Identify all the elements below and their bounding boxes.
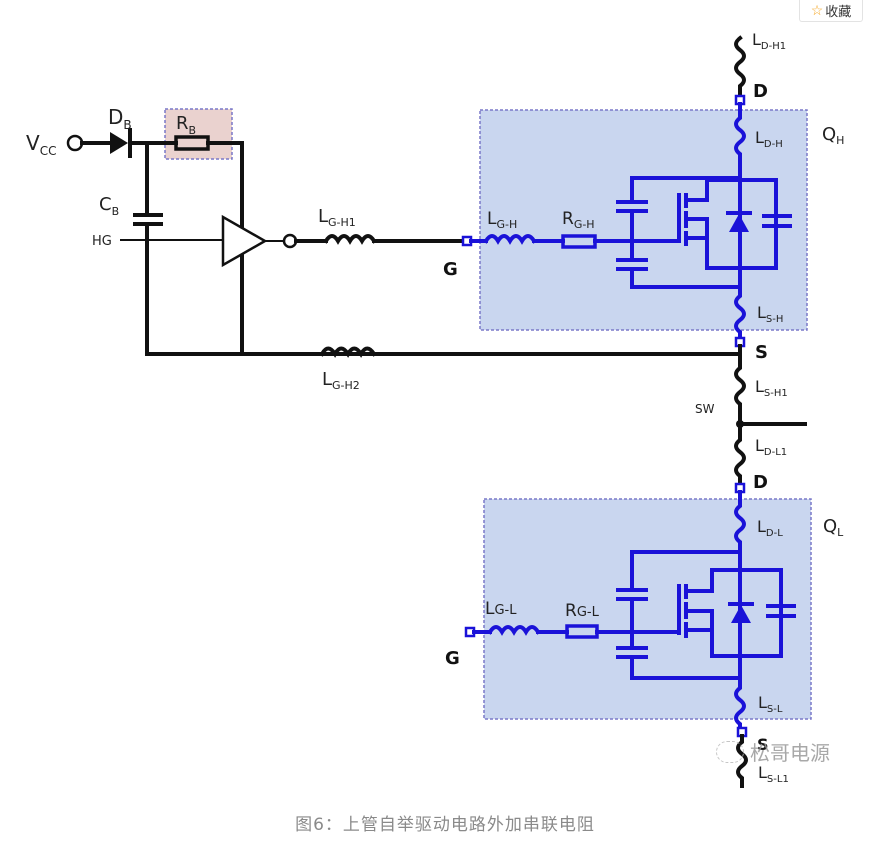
wechat-icon — [716, 740, 744, 763]
label-lsh1: LS-H1 — [755, 377, 788, 399]
vcc-terminal — [66, 134, 84, 152]
circuit-schematic: VCC DB RB CB HG LG-H1 LG-H2 G LG-H RG-H … — [26, 30, 844, 788]
label-db: DB — [108, 105, 132, 132]
label-lsh: LS-H — [757, 303, 783, 325]
favorite-button[interactable]: ☆ 收藏 — [799, 0, 863, 22]
watermark: 松哥电源 — [716, 737, 830, 766]
label-ldl1: LD-L1 — [755, 436, 787, 458]
qh-mosfet — [616, 176, 792, 289]
label-ldh1: LD-H1 — [752, 30, 786, 52]
qh-package-box — [479, 109, 808, 331]
driver-buffer — [221, 214, 268, 268]
inductor-lsh — [734, 285, 746, 340]
inductor-ldl1 — [734, 422, 746, 486]
label-g-low: G — [445, 648, 460, 669]
watermark-text: 松哥电源 — [750, 741, 830, 765]
label-s-high: S — [755, 342, 768, 363]
star-icon: ☆ — [810, 2, 824, 18]
inductor-ldl — [734, 490, 746, 554]
label-d-high: D — [753, 81, 768, 102]
label-d-low: D — [753, 472, 768, 493]
ql-mosfet — [616, 550, 796, 680]
inductor-lgh1 — [323, 234, 377, 245]
label-vcc: VCC — [26, 131, 56, 158]
inductor-lgl — [487, 625, 541, 636]
figure-caption: 图6：上管自举驱动电路外加串联电阻 — [295, 815, 595, 835]
label-s-low: S — [757, 735, 769, 754]
label-hg: HG — [92, 234, 112, 249]
label-lgh2: LG-H2 — [322, 369, 360, 392]
label-lgh1: LG-H1 — [318, 206, 356, 229]
label-lgl: LG-L — [485, 599, 517, 619]
label-ldl: LD-L — [757, 517, 783, 539]
inductor-ldh1 — [734, 35, 746, 98]
inductor-lsh1 — [734, 344, 746, 425]
label-sw: SW — [695, 402, 715, 416]
inductor-lgh — [483, 234, 537, 245]
label-lsl: LS-L — [758, 693, 783, 715]
inductor-lsl — [734, 676, 746, 730]
label-g-high: G — [443, 259, 458, 280]
inductor-ldh — [734, 102, 746, 180]
label-qh: QH — [822, 124, 844, 147]
label-rgh: RG-H — [562, 209, 595, 231]
label-rb: RB — [176, 113, 196, 137]
label-cb: CB — [99, 194, 119, 218]
label-lgh: LG-H — [487, 209, 517, 231]
label-ql: QL — [823, 516, 844, 539]
inductor-lgh2 — [319, 346, 377, 358]
ql-package-box — [483, 498, 812, 720]
label-rgl: RG-L — [565, 601, 600, 621]
label-ldh: LD-H — [755, 128, 783, 150]
label-lsl1: LS-L1 — [758, 763, 789, 785]
diode-db — [110, 132, 128, 154]
favorite-label: 收藏 — [825, 4, 852, 19]
